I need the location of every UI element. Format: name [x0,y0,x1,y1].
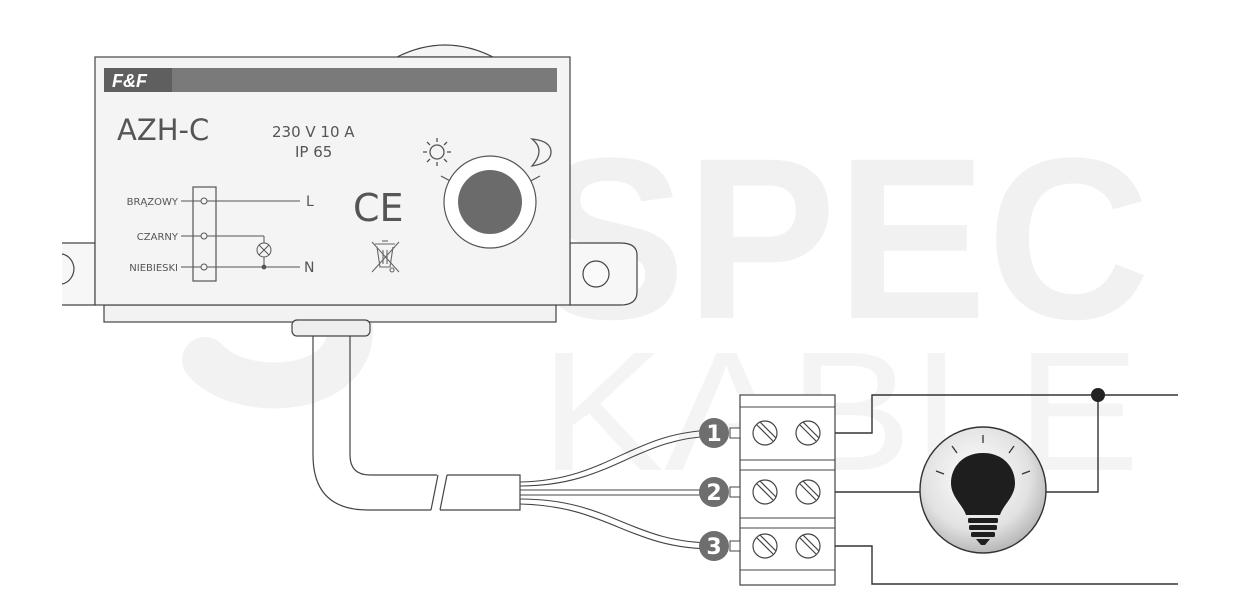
screw-1-right [795,420,821,446]
wire-number-2: 2 [706,481,721,506]
terminal-screws [752,420,821,559]
terminal-strip [192,186,217,282]
model-name: AZH-C [117,113,209,147]
brand-logo: F&F [112,71,148,91]
wire-badge-3: 3 [699,531,729,561]
cable [312,336,521,511]
wire-number-1: 1 [706,422,721,447]
wire-number-3: 3 [706,535,721,560]
left-mount-hole [61,253,75,285]
label-neutral: N [304,260,314,276]
right-mount-hole [582,260,610,288]
device-top-cap [396,44,494,58]
moon-icon [529,138,552,167]
watermark-line1: SPEC [535,110,1150,367]
label-brown-wire: BRĄZOWY [127,197,179,208]
rating-text: 230 V 10 A [272,123,355,141]
watermark-line2: KABLE [540,317,1140,507]
screw-2-left [752,479,778,505]
watermark: SPEC KABLE [182,110,1150,507]
ip-rating-text: IP 65 [295,143,332,161]
cable-break-mark-1 [430,474,439,511]
screw-3-right [795,533,821,559]
label-line: L [306,194,314,210]
weee-bin-icon [371,240,400,273]
left-mounting-ear [62,242,96,306]
screw-3-left [752,533,778,559]
wire-badge-1: 1 [699,418,729,448]
terminal-wiring [181,197,300,271]
light-bulb-icon [919,426,1047,554]
label-black-wire: CZARNY [137,232,179,243]
sensitivity-knob [458,170,522,234]
cable-gland [291,319,371,337]
output-wiring [835,394,1178,585]
brand-logo-box [104,68,172,92]
wires [519,429,716,550]
device: F&F AZH-C 230 V 10 A IP 65 BRĄZOWY CZ [61,44,638,337]
sun-icon [423,138,451,166]
screw-1-left [752,420,778,446]
ce-mark: CE [353,186,404,230]
label-blue-wire: NIEBIESKI [129,263,178,274]
cable-break-mark-2 [439,474,448,511]
screw-2-right [795,479,821,505]
wire-badge-2: 2 [699,477,729,507]
brand-bar [104,68,557,92]
junction-dot [1091,388,1105,402]
lamp-symbol [256,242,272,270]
